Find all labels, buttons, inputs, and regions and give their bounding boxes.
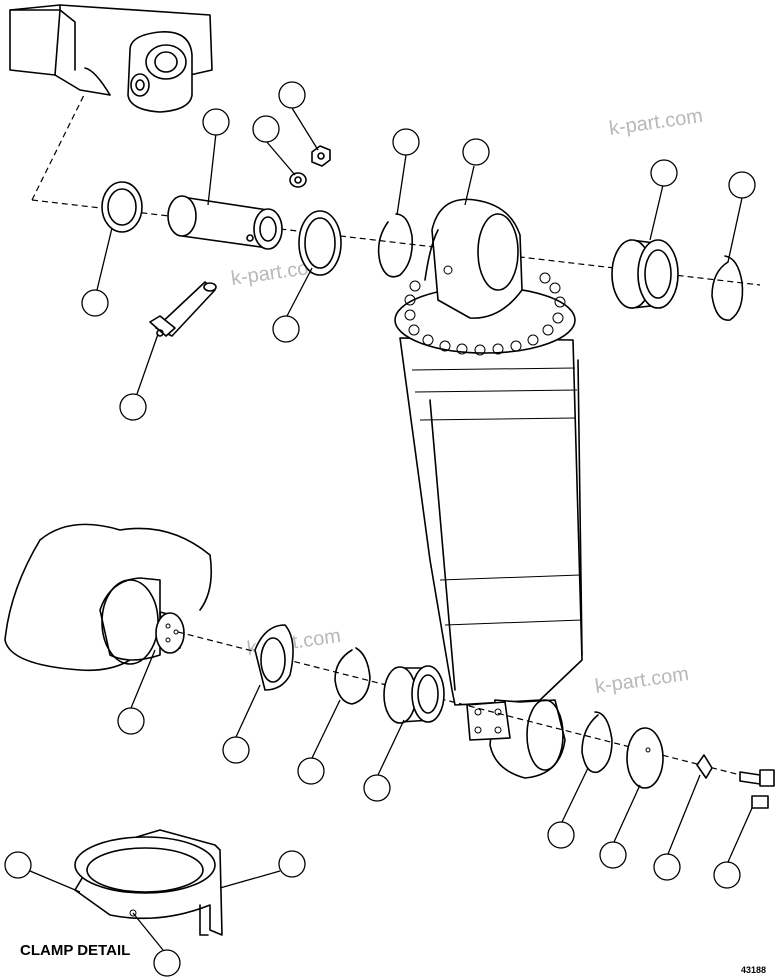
upper-bearing: [611, 239, 679, 309]
callout-balloon: [278, 850, 306, 878]
upper-thrust-washer: [101, 181, 143, 233]
watermark: k-part.com: [608, 105, 705, 140]
cylinder-body: [394, 198, 583, 779]
callout-balloon: [278, 81, 306, 109]
end-cap-plate: [626, 727, 664, 789]
callout-balloon: [4, 851, 32, 879]
lock-tab: [696, 754, 713, 779]
callout-balloon: [713, 861, 741, 889]
callout-balloon: [297, 757, 325, 785]
upper-spacer-ring: [298, 210, 342, 276]
cap-screw: [739, 769, 775, 787]
pivot-pin: [167, 195, 283, 250]
cap-screw: [751, 795, 769, 809]
upper-outer-snap-ring: [711, 255, 744, 321]
lower-outer-snap-ring: [581, 711, 613, 774]
callout-leaders: [29, 107, 753, 951]
lower-thrust-washer: [254, 624, 294, 691]
callout-balloon: [252, 115, 280, 143]
callout-balloon: [119, 393, 147, 421]
upper-mounting-bracket: [9, 4, 213, 113]
clamp-detail-caption: CLAMP DETAIL: [20, 942, 130, 959]
upper-snap-ring: [377, 213, 414, 278]
illustration-number: 43188: [741, 965, 766, 975]
callout-balloon: [653, 853, 681, 881]
callout-balloon: [728, 171, 756, 199]
retaining-bolt: [149, 281, 217, 337]
callout-balloon: [392, 128, 420, 156]
callout-balloon: [650, 159, 678, 187]
callout-balloons: [4, 81, 756, 977]
lower-bearing: [383, 665, 445, 724]
callout-balloon: [547, 821, 575, 849]
callout-balloon: [222, 736, 250, 764]
callout-balloon: [153, 949, 181, 977]
lower-mounting-frame: [4, 523, 213, 672]
callout-balloon: [117, 707, 145, 735]
lock-nut: [311, 145, 331, 167]
watermark: k-part.com: [594, 663, 691, 698]
callout-balloon: [272, 315, 300, 343]
callout-balloon: [462, 138, 490, 166]
clamp-detail: [74, 829, 223, 936]
callout-balloon: [81, 289, 109, 317]
callout-balloon: [363, 774, 391, 802]
lower-snap-ring: [334, 647, 371, 705]
callout-balloon: [202, 108, 230, 136]
callout-balloon: [599, 841, 627, 869]
washer: [289, 172, 307, 188]
